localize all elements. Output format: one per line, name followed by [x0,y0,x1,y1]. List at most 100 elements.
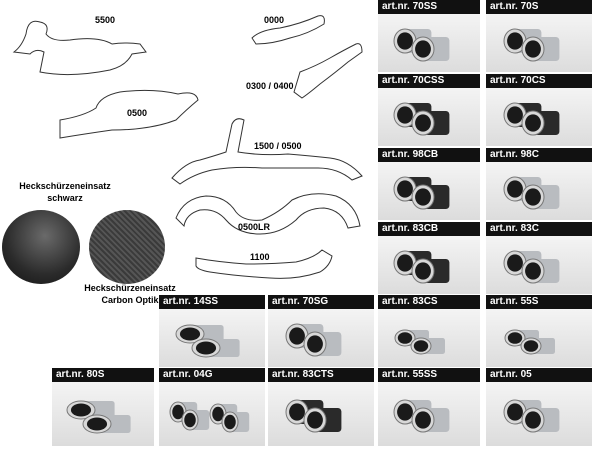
exhaust-diagrams [12,15,363,279]
tailpipe-2-opening [195,341,217,355]
product-tile[interactable]: art.nr. 70S [486,0,592,72]
tailpipe-2-opening [525,40,541,58]
tailpipe-1-opening [172,404,184,420]
tailpipe-illustration [66,400,131,434]
trim-label-carbon: Heckschürzeneinsatz Carbon Optik [84,283,176,305]
tailpipe-1-opening [507,106,523,124]
product-tile[interactable]: art.nr. 55SS [378,368,480,446]
product-label: art.nr. 83C [486,222,592,236]
tailpipe-1-opening [397,403,413,421]
tailpipe-1-opening [507,332,523,344]
tailpipe-2-opening [525,188,541,206]
tailpipe-1-opening [507,403,523,421]
black-apron-swatch [2,210,80,284]
diagram-label-0000: 0000 [264,15,285,25]
tailpipe-2-opening [415,188,431,206]
diagram-label-0500: 0500 [127,108,148,118]
tailpipe-2-opening [415,40,431,58]
product-tile[interactable]: art.nr. 04G [159,368,265,446]
tailpipe-1-opening [70,403,92,417]
tailpipe-2-opening [525,262,541,280]
product-tile[interactable]: art.nr. 14SS [159,295,265,367]
product-tile[interactable]: art.nr. 05 [486,368,592,446]
tailpipe-1-opening [397,180,413,198]
tailpipe-illustration [504,329,555,355]
product-tile[interactable]: art.nr. 98CB [378,148,480,220]
product-tile[interactable]: art.nr. 83CS [378,295,480,367]
product-tile[interactable]: art.nr. 70SG [268,295,374,367]
tailpipe-2-opening [525,411,541,429]
tailpipe-illustration [393,102,450,136]
tailpipe-1-opening [507,180,523,198]
carbon-apron-swatch [89,210,165,284]
product-label: art.nr. 55S [486,295,592,309]
tailpipe-2-opening [184,412,196,428]
diagram-0500LR-outline [175,193,361,235]
tailpipe-1-opening [397,332,413,344]
tailpipe-illustration [503,250,560,284]
tailpipe-2-opening [86,417,108,431]
tailpipe-2-opening [415,411,431,429]
tailpipe-illustration [393,28,450,62]
product-tile[interactable]: art.nr. 70CSS [378,74,480,146]
product-label: art.nr. 70SS [378,0,480,14]
product-label: art.nr. 14SS [159,295,265,309]
tailpipe-1-opening [289,327,305,345]
tailpipe-illustration [394,329,445,355]
diagram-label-0500LR: 0500LR [238,222,271,232]
diagram-0000-outline [251,15,325,45]
product-tile[interactable]: art.nr. 83C [486,222,592,294]
tailpipe-illustration [393,399,450,433]
tailpipe-1-opening [507,254,523,272]
product-label: art.nr. 55SS [378,368,480,382]
product-tile[interactable]: art.nr. 83CTS [268,368,374,446]
product-tile[interactable]: art.nr. 55S [486,295,592,367]
product-tile[interactable]: art.nr. 80S [52,368,154,446]
tailpipe-4-opening [224,414,236,430]
tailpipe-illustration [503,102,560,136]
product-label: art.nr. 98C [486,148,592,162]
tailpipe-2-opening [307,411,323,429]
tailpipe-2-opening [525,114,541,132]
product-label: art.nr. 83CS [378,295,480,309]
diagram-1500-0500-outline [171,118,363,185]
tailpipe-1-opening [507,32,523,50]
tailpipe-2-opening [307,335,323,353]
tailpipe-1-opening [289,403,305,421]
tailpipe-2-opening [415,262,431,280]
product-label: art.nr. 70S [486,0,592,14]
tailpipe-illustration [503,28,560,62]
product-label: art.nr. 70SG [268,295,374,309]
tailpipe-illustration [393,176,450,210]
tailpipe-illustration [503,399,560,433]
product-label: art.nr. 83CTS [268,368,374,382]
tailpipe-illustration [169,401,250,433]
diagram-label-5500: 5500 [95,15,116,25]
product-label: art.nr. 70CS [486,74,592,88]
tailpipe-2-opening [523,340,539,352]
tailpipe-1-opening [397,254,413,272]
product-tile[interactable]: art.nr. 83CB [378,222,480,294]
trim-label-black: Heckschürzeneinsatz schwarz [19,181,111,203]
product-tile[interactable]: art.nr. 70CS [486,74,592,146]
product-label: art.nr. 80S [52,368,154,382]
diagram-label-0300-0400: 0300 / 0400 [246,81,294,91]
diagram-5500-outline [12,20,147,76]
tailpipe-2-opening [413,340,429,352]
tailpipe-2-opening [415,114,431,132]
product-label: art.nr. 05 [486,368,592,382]
product-label: art.nr. 83CB [378,222,480,236]
product-label: art.nr. 70CSS [378,74,480,88]
tailpipe-1-opening [397,106,413,124]
diagram-0300-0400-outline [293,43,363,99]
diagram-1100-outline [195,249,333,279]
tailpipe-illustration [285,323,342,357]
tailpipe-illustration [393,250,450,284]
diagram-label-1500-0500: 1500 / 0500 [254,141,302,151]
tailpipe-illustration [503,176,560,210]
product-tile[interactable]: art.nr. 70SS [378,0,480,72]
tailpipe-1-opening [397,32,413,50]
tailpipe-illustration [175,324,240,358]
product-tile[interactable]: art.nr. 98C [486,148,592,220]
product-label: art.nr. 98CB [378,148,480,162]
